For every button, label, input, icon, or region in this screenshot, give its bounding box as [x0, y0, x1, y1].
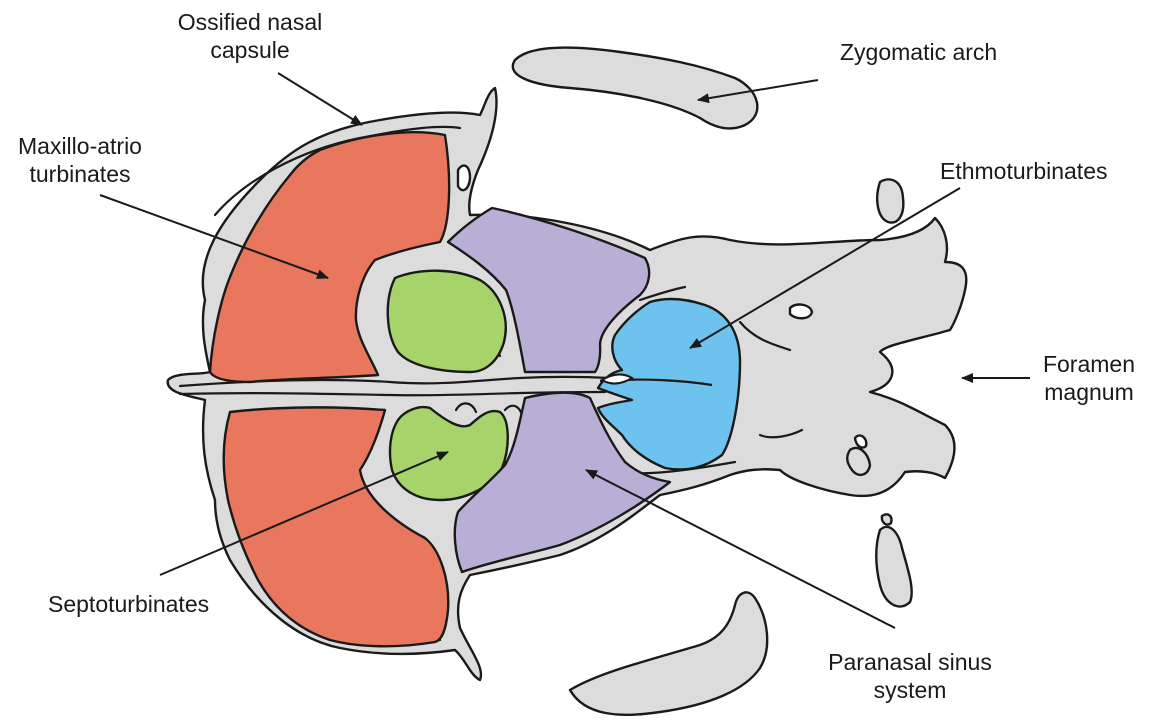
- foramen-hole-2: [458, 166, 470, 191]
- foramen-hole-1: [790, 305, 812, 319]
- label-foramen-magnum: Foramen magnum: [1030, 350, 1148, 406]
- bone-fragment-right-1: [876, 527, 911, 607]
- label-ethmoturbinates: Ethmoturbinates: [940, 157, 1107, 185]
- septoturbinates-upper: [388, 271, 506, 372]
- zygomatic-arch-lower: [570, 592, 767, 714]
- label-septoturbinates: Septoturbinates: [48, 590, 209, 618]
- arrow-ossified-nasal-capsule: [278, 73, 362, 125]
- label-zygomatic-arch: Zygomatic arch: [840, 38, 997, 66]
- bone-fragment-right-3: [882, 514, 892, 524]
- label-ossified-nasal-capsule: Ossified nasal capsule: [160, 8, 340, 64]
- label-paranasal-sinus-system: Paranasal sinus system: [810, 648, 1010, 704]
- label-maxillo-atrio-turbinates: Maxillo-atrio turbinates: [0, 132, 160, 188]
- bone-fragment-oval: [877, 179, 903, 222]
- zygomatic-arch-upper: [513, 47, 758, 128]
